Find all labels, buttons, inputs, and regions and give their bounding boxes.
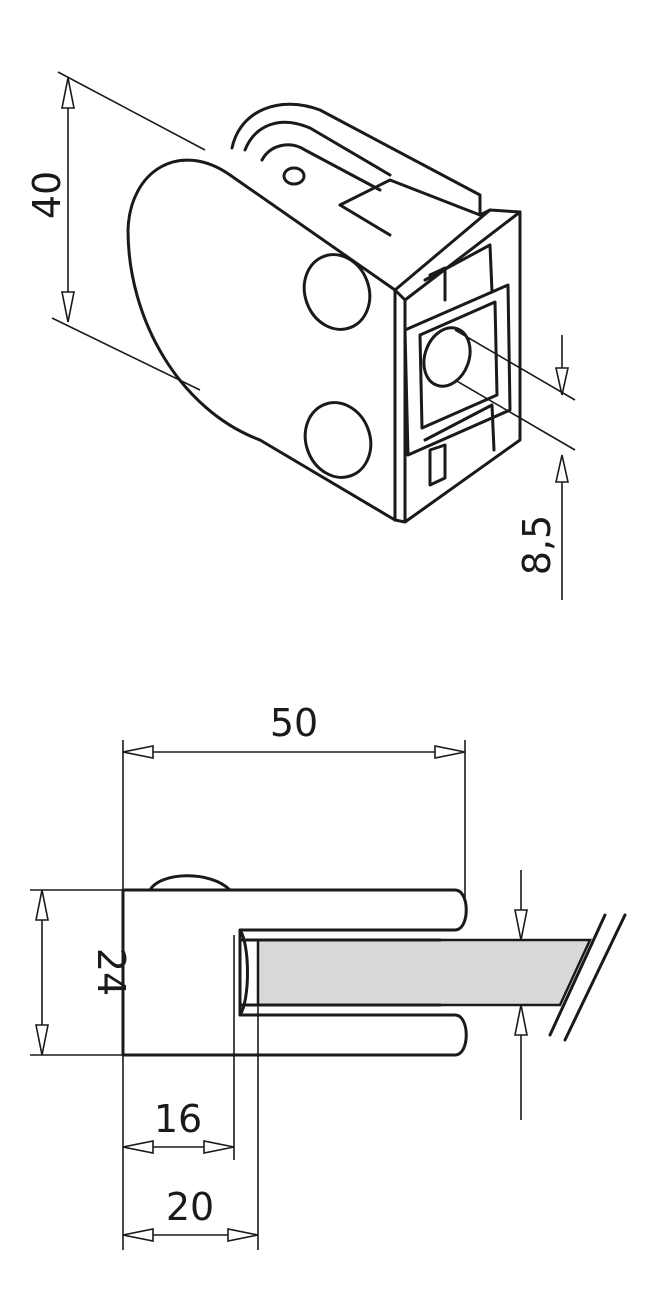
dim-label-16: 16	[154, 1097, 202, 1141]
clamp-body-iso	[126, 102, 522, 524]
dim-label-50: 50	[270, 701, 318, 745]
extension-line	[454, 379, 576, 451]
isometric-view: 40 8,5	[25, 71, 576, 600]
glass-panel	[256, 938, 592, 1007]
dim-label-8-5: 8,5	[515, 515, 559, 575]
extension-line	[51, 317, 201, 391]
dim-label-20: 20	[166, 1185, 214, 1229]
dim-label-24: 24	[89, 948, 133, 996]
side-view: 50 24 16 20	[30, 701, 627, 1250]
extension-line	[454, 329, 576, 401]
extension-line	[57, 71, 206, 151]
dim-label-40: 40	[25, 171, 69, 219]
